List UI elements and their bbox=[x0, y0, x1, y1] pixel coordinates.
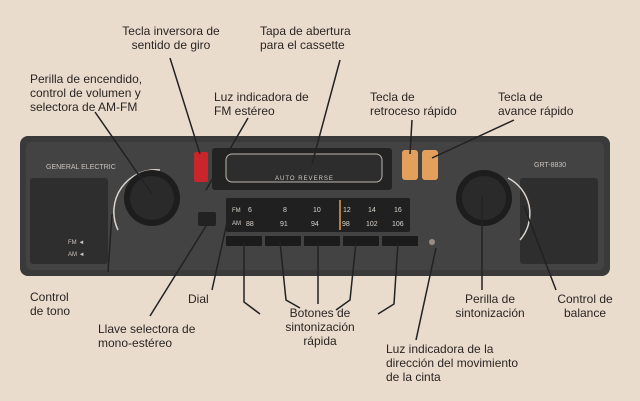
label-mono-stereo: Llave selectora de mono-estéreo bbox=[98, 322, 196, 350]
fm-small-label: FM ◄ bbox=[68, 240, 84, 246]
am-scale-tick: 102 bbox=[366, 221, 378, 228]
preset-button bbox=[343, 236, 379, 246]
line-tone bbox=[107, 213, 113, 273]
dial-am-band: AM bbox=[232, 221, 241, 227]
am-scale: 88 91 94 98 102 106 bbox=[246, 221, 404, 228]
fm-scale-tick: 16 bbox=[394, 207, 402, 214]
callout-lines bbox=[94, 57, 557, 341]
rewind-key bbox=[402, 150, 418, 180]
label-fast-forward-key: Tecla de avance rápido bbox=[498, 90, 574, 118]
line-dial bbox=[211, 217, 229, 291]
preset-button bbox=[226, 236, 262, 246]
model-text: GRT-8830 bbox=[534, 162, 566, 169]
preset-button bbox=[265, 236, 301, 246]
am-scale-tick: 94 bbox=[311, 221, 319, 228]
line-rewind bbox=[409, 119, 413, 155]
am-scale-tick: 91 bbox=[280, 221, 288, 228]
label-power-volume: Perilla de encendido, control de volumen… bbox=[30, 72, 143, 114]
line-tape-direction bbox=[415, 247, 437, 341]
label-rewind-key: Tecla de retroceso rápido bbox=[370, 90, 457, 118]
fm-scale-tick: 6 bbox=[248, 207, 252, 214]
cassette-window-text: AUTO REVERSE bbox=[275, 176, 334, 182]
label-cassette-door: Tapa de abertura para el cassette bbox=[260, 24, 351, 52]
label-tape-direction-light: Luz indicadora de la dirección del movim… bbox=[386, 342, 519, 384]
line-power-volume bbox=[94, 111, 153, 195]
left-knob-panel bbox=[30, 178, 108, 264]
line-balance bbox=[523, 205, 557, 291]
balance-arc bbox=[507, 177, 531, 241]
fast-forward-key bbox=[422, 150, 438, 180]
tape-direction-light bbox=[429, 239, 435, 245]
label-reverse-key: Tecla inversora de sentido de giro bbox=[122, 24, 220, 52]
am-small-label: AM ◄ bbox=[68, 252, 85, 258]
line-cassette-door bbox=[311, 59, 341, 165]
line-mono-stereo bbox=[149, 225, 207, 317]
fm-scale-tick: 8 bbox=[283, 207, 287, 214]
fm-scale-tick: 12 bbox=[343, 207, 351, 214]
line-fm-stereo bbox=[205, 117, 249, 191]
mono-stereo-switch bbox=[198, 212, 216, 226]
line-presets bbox=[243, 241, 399, 315]
right-knob-panel bbox=[520, 178, 598, 264]
fm-scale-tick: 14 bbox=[368, 207, 376, 214]
preset-button bbox=[382, 236, 418, 246]
cassette-window bbox=[225, 153, 383, 183]
tuning-knob-inner bbox=[462, 176, 506, 220]
preset-button bbox=[304, 236, 340, 246]
am-scale-tick: 88 bbox=[246, 221, 254, 228]
fm-scale: 6 8 10 12 14 16 bbox=[248, 207, 402, 214]
dial-window bbox=[226, 198, 410, 232]
label-tone-control: Control de tono bbox=[30, 290, 71, 318]
label-preset-buttons: Botones de sintonización rápida bbox=[285, 306, 355, 348]
line-reverse-key bbox=[169, 57, 201, 155]
reverse-key bbox=[194, 152, 208, 182]
am-scale-tick: 98 bbox=[342, 221, 350, 228]
fm-scale-tick: 10 bbox=[313, 207, 321, 214]
am-scale-tick: 106 bbox=[392, 221, 404, 228]
label-fm-stereo-light: Luz indicadora de FM estéreo bbox=[214, 90, 309, 118]
line-fast-forward bbox=[431, 119, 515, 159]
dial-fm-band: FM bbox=[232, 208, 241, 214]
volume-knob-inner bbox=[130, 176, 174, 220]
label-tuning-knob: Perilla de sintonización bbox=[455, 292, 525, 320]
preset-buttons bbox=[226, 236, 418, 246]
label-dial: Dial bbox=[188, 292, 209, 306]
brand-text: GENERAL ELECTRIC bbox=[46, 164, 116, 171]
label-balance-control: Control de balance bbox=[557, 292, 613, 320]
